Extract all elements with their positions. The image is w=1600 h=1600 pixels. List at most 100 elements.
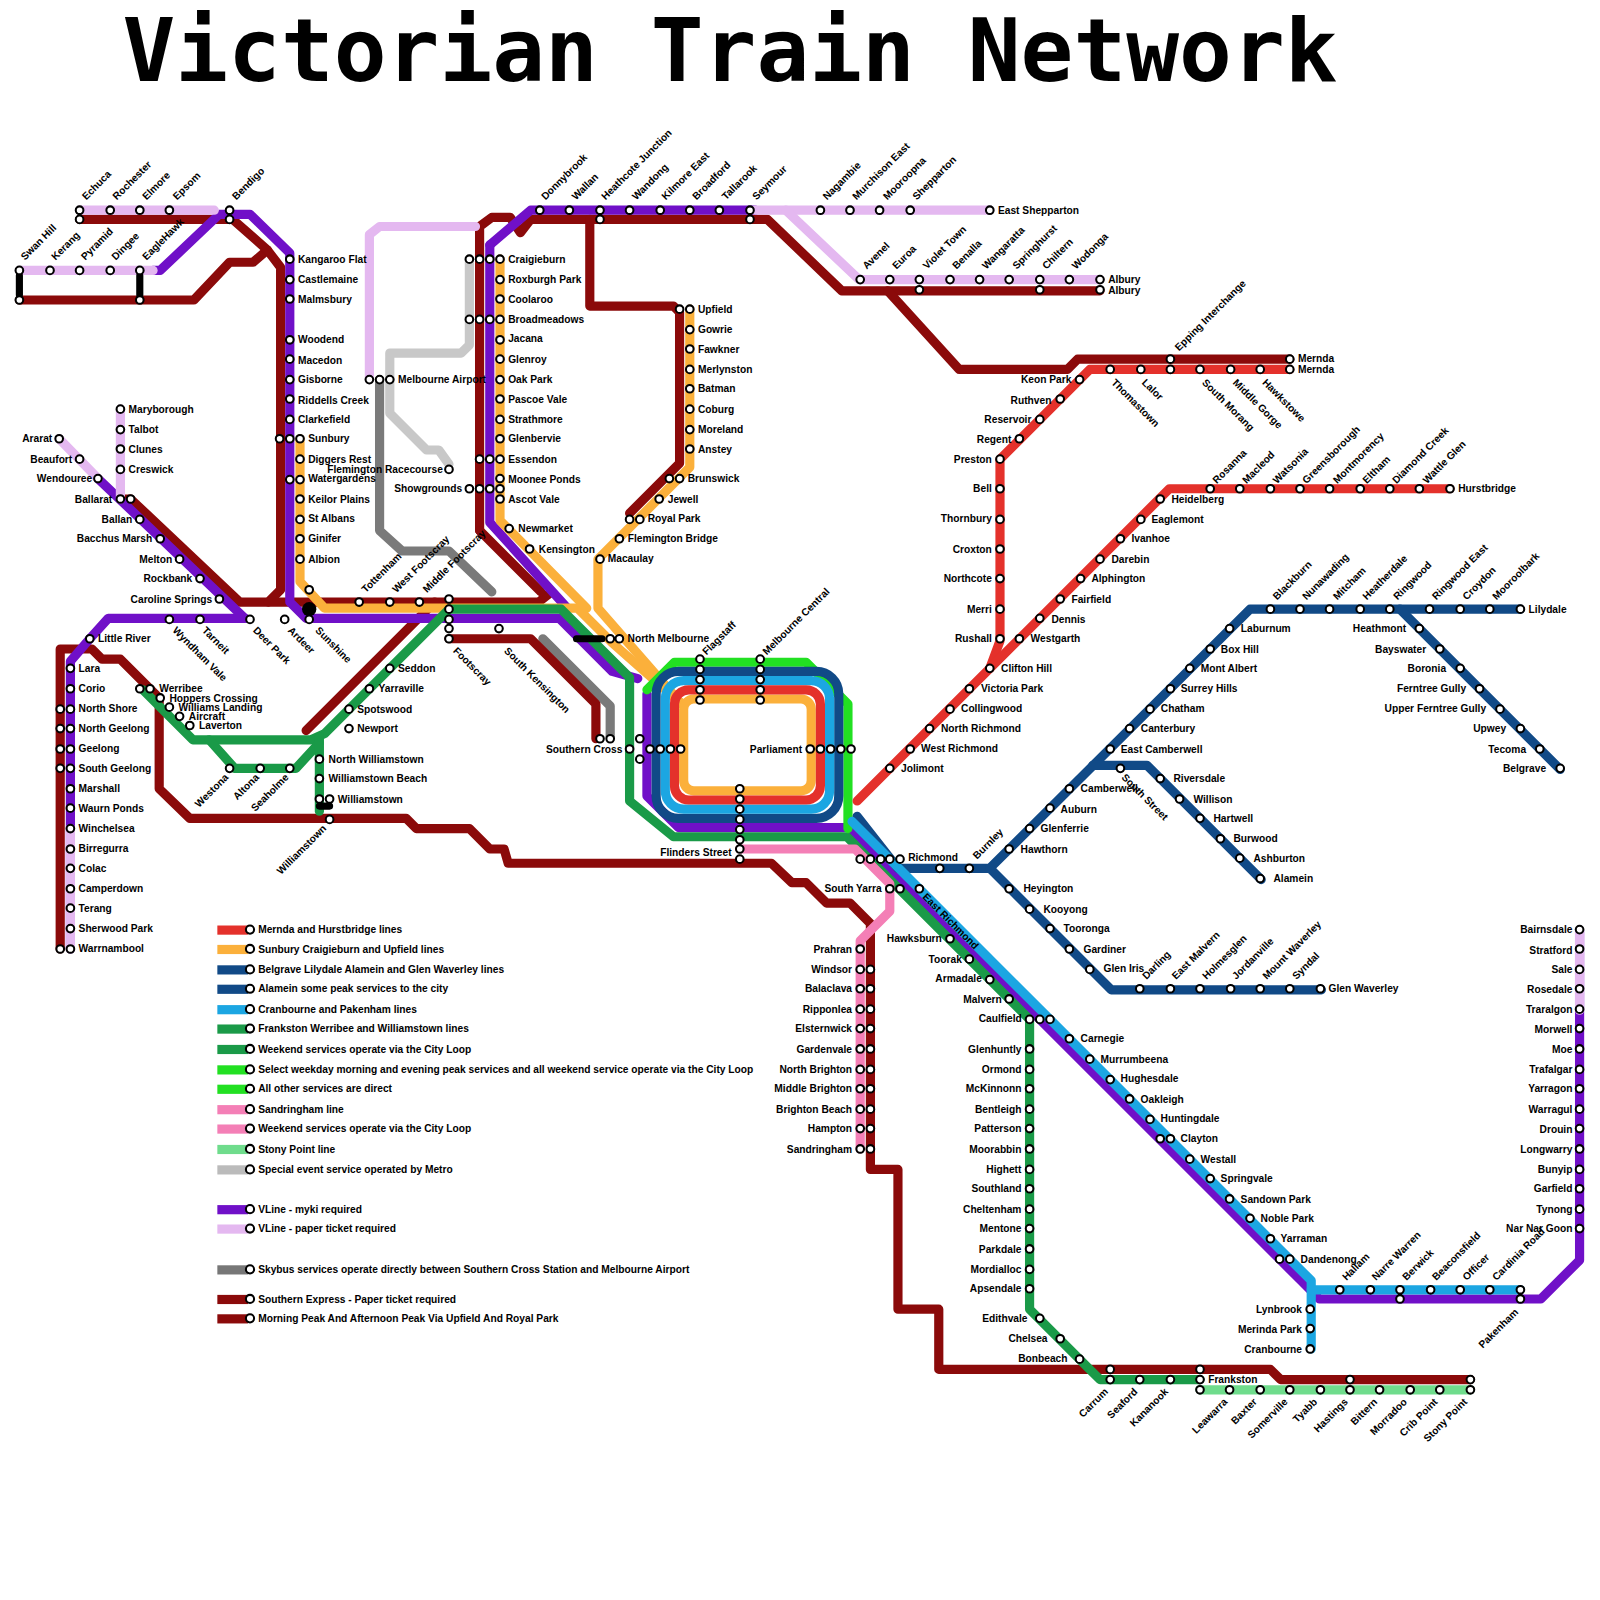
station-label: Kensington <box>539 543 595 554</box>
legend-swatch <box>217 1294 248 1303</box>
station-label: Footscray <box>451 645 493 687</box>
legend-text: Alamein some peak services to the city <box>258 983 448 994</box>
legend-dot <box>245 1004 255 1014</box>
legend-dot <box>245 1044 255 1054</box>
interchange-blob <box>302 602 316 616</box>
station-label: Colac <box>79 863 107 874</box>
station-label: North Shore <box>79 703 138 714</box>
legend-dot <box>245 1204 255 1214</box>
station-label: Ballan <box>102 513 133 524</box>
legend-dot <box>245 1294 255 1304</box>
station-label: Mont Albert <box>1201 663 1257 674</box>
legend-dot <box>245 1023 255 1033</box>
station-label: Darling <box>1140 949 1173 982</box>
station-label: Macaulay <box>608 553 654 564</box>
station-label: Merri <box>967 603 992 614</box>
line-path <box>80 206 215 215</box>
station-label: Clarkefield <box>298 414 350 425</box>
station-label: Euroa <box>890 243 918 271</box>
line-path <box>369 227 475 380</box>
station-label: Alphington <box>1091 573 1145 584</box>
station-label: Carrum <box>1076 1386 1110 1420</box>
station-label: Wodonga <box>1070 231 1111 272</box>
station-label: Riversdale <box>1173 773 1225 784</box>
station-label: Officer <box>1460 1251 1491 1282</box>
station-label: Bairnsdale <box>1520 924 1572 935</box>
station-label: Mernda <box>1298 364 1334 375</box>
station-label: Glen Waverley <box>1329 983 1399 994</box>
station-label: Macedon <box>298 354 342 365</box>
legend-swatch <box>217 1124 248 1133</box>
line-path <box>19 266 153 275</box>
legend-dot <box>245 1264 255 1274</box>
station-label: Ivanhoe <box>1131 533 1170 544</box>
station-label: Bacchus Marsh <box>77 533 152 544</box>
station-label: Leawarra <box>1190 1396 1230 1436</box>
station-label: Oak Park <box>508 374 552 385</box>
station-label: Balaclava <box>805 983 852 994</box>
station-label: Box Hill <box>1221 643 1259 654</box>
line-path <box>143 609 1200 1379</box>
station-label: Craigieburn <box>508 254 565 265</box>
station-dots-outline <box>19 210 1579 1390</box>
legend-swatch <box>217 1005 248 1014</box>
station-label: Sale <box>1551 964 1572 975</box>
dark-blue-line <box>656 609 1560 990</box>
station-label: Kangaroo Flat <box>298 254 367 265</box>
legend-dot <box>245 1164 255 1174</box>
station-label: Warragul <box>1529 1103 1573 1114</box>
station-label: Fairfield <box>1071 593 1111 604</box>
station-label: Warrnambool <box>79 943 144 954</box>
legend-text: Weekend services operate via the City Lo… <box>258 1123 471 1134</box>
legend-swatch <box>217 1144 248 1153</box>
line-path <box>857 609 1520 868</box>
station-label: Moreland <box>698 424 743 435</box>
station-label: Little River <box>98 633 151 644</box>
southern-express-line <box>19 217 1470 1379</box>
station-label: Upper Ferntree Gully <box>1385 703 1486 714</box>
station-label: Bell <box>973 483 992 494</box>
line-path <box>116 409 125 499</box>
station-label: Willison <box>1193 793 1232 804</box>
station-label: Victoria Park <box>981 683 1043 694</box>
station-label: Moorabbin <box>969 1143 1021 1154</box>
station-label: Tynong <box>1536 1203 1572 1214</box>
station-label: Birregurra <box>79 843 129 854</box>
special-event-line <box>390 259 470 464</box>
station-label: Pakenham <box>1476 1306 1520 1350</box>
station-label: Glenhuntly <box>968 1043 1021 1054</box>
station-label: Edithvale <box>982 1313 1027 1324</box>
legend-swatch <box>217 1205 248 1214</box>
station-label: Hurstbridge <box>1458 483 1516 494</box>
station-label: Trafalgar <box>1529 1064 1572 1075</box>
line-path <box>490 210 755 245</box>
legend-text: VLine - paper ticket required <box>258 1223 396 1234</box>
station-label: Sunshine <box>313 625 353 665</box>
station-label: Pascoe Vale <box>508 394 567 405</box>
station-label: Boronia <box>1408 663 1447 674</box>
line-path <box>209 740 319 769</box>
station-label: Pyramid <box>79 226 115 262</box>
station-label: Camperdown <box>79 883 144 894</box>
station-label: Heyington <box>1023 883 1073 894</box>
station-label: Riddells Creek <box>298 394 369 405</box>
line-path <box>300 439 682 704</box>
station-label: Mordialloc <box>970 1263 1021 1274</box>
station-label: Terang <box>79 903 112 914</box>
station-label: Anstey <box>698 444 732 455</box>
station-label: Darebin <box>1111 553 1149 564</box>
line-path <box>1093 765 1261 879</box>
station-label: Gowrie <box>698 324 733 335</box>
legend-dot <box>245 1223 255 1233</box>
station-label: Melbourne Airport <box>398 374 486 385</box>
station-label: Jacana <box>508 334 543 345</box>
station-label: North Williamstown <box>329 754 424 765</box>
line-path <box>598 309 690 704</box>
station-label: Epping Interchange <box>1173 278 1248 353</box>
station-label: Diggers Rest <box>308 453 371 464</box>
vline-paper-line <box>19 210 1579 1010</box>
station-label: Bunyip <box>1538 1163 1573 1174</box>
station-label: Garfield <box>1534 1183 1573 1194</box>
station-label: Hawthorn <box>1021 843 1068 854</box>
station-label: Bendigo <box>230 165 267 202</box>
